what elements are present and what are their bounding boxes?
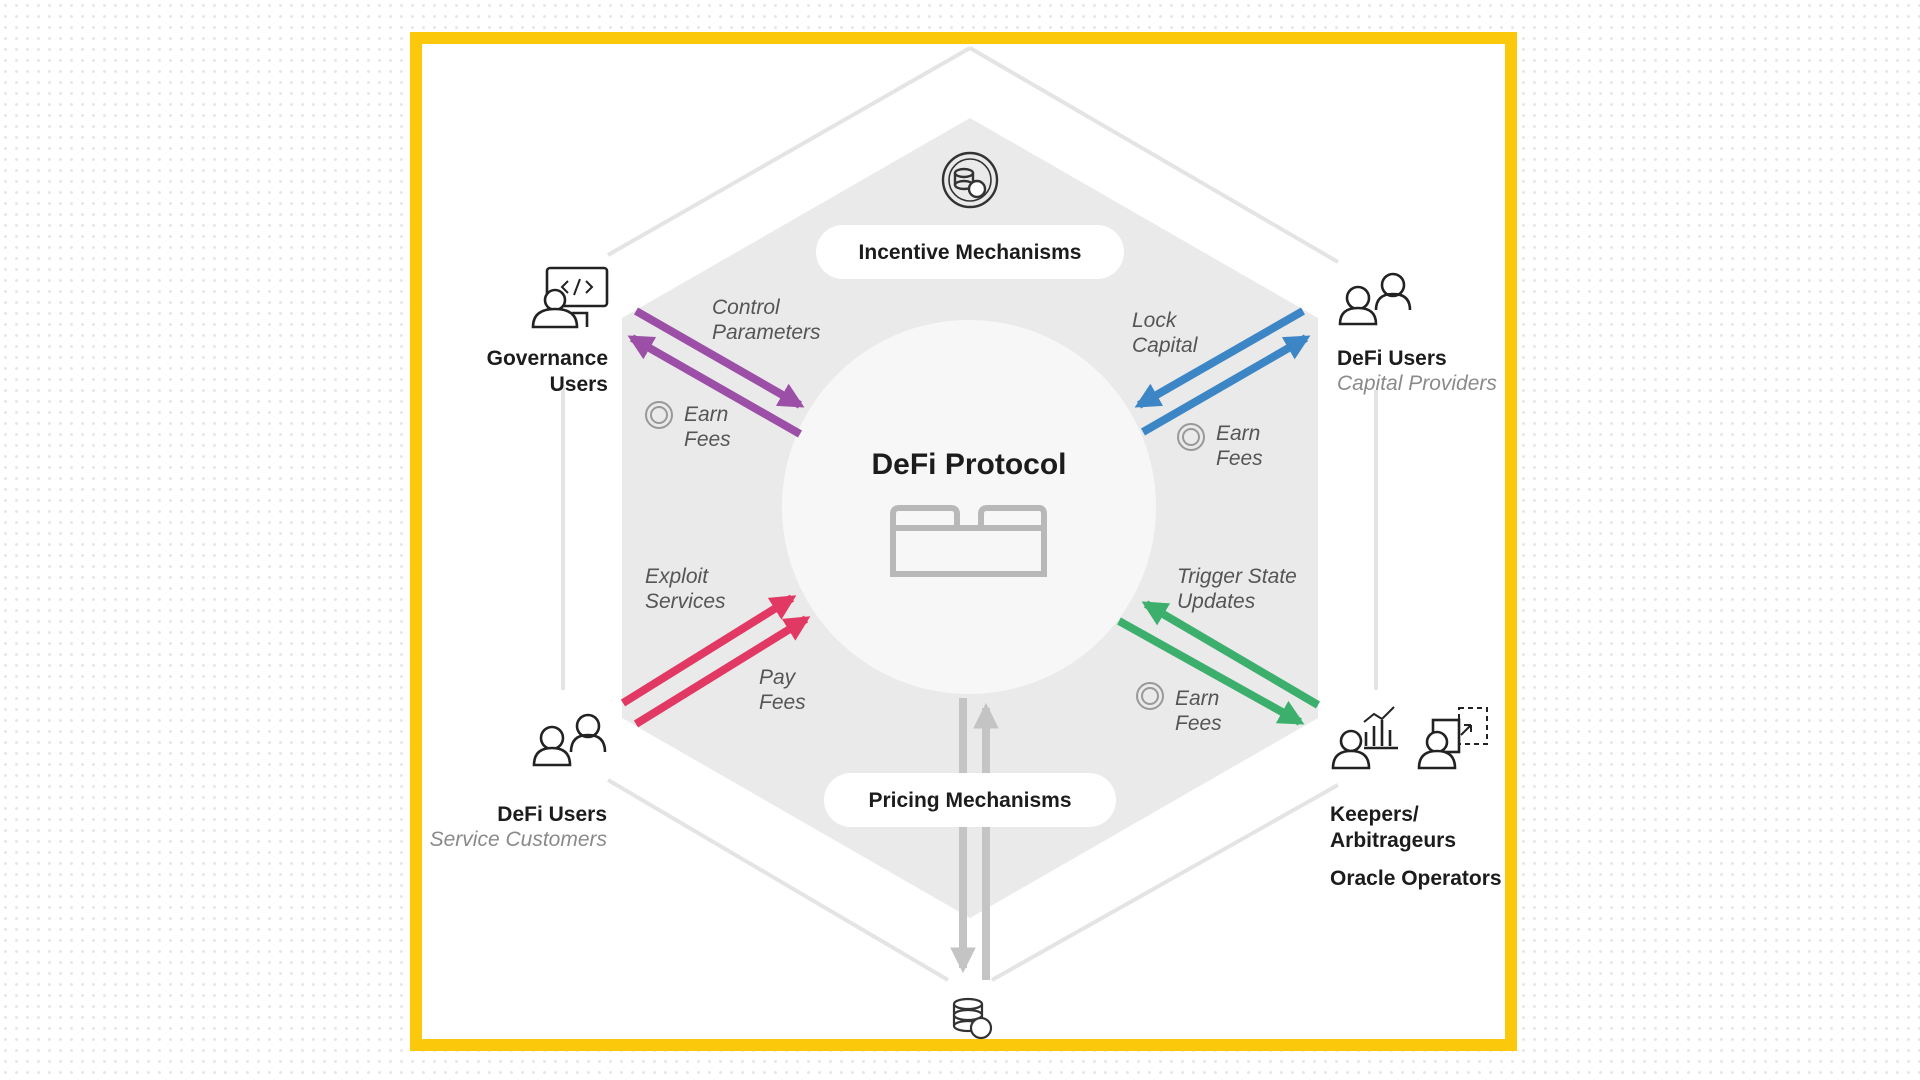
protocol-title: DeFi Protocol <box>871 448 1066 481</box>
outer-hexagon-outline <box>561 46 1378 982</box>
governance-actor-line1: Governance <box>487 347 608 370</box>
pricing-mechanisms-label: Pricing Mechanisms <box>868 789 1071 812</box>
control-label-line2: Parameters <box>712 321 821 344</box>
capital-actor-subtitle: Capital Providers <box>1337 372 1497 395</box>
exploit-label-line2: Services <box>645 590 726 613</box>
control-label-line1: Control <box>712 296 781 319</box>
fee-coin-icon <box>645 401 673 429</box>
oracle-operator-icon <box>1417 707 1488 770</box>
cap-earn-label-line2: Fees <box>1216 447 1263 470</box>
flow-label-lock-capital: Lock Capital <box>1132 309 1199 357</box>
lock-label-line1: Lock <box>1132 309 1178 332</box>
users-icon <box>532 713 607 767</box>
pay-label-line1: Pay <box>759 666 797 689</box>
gov-earn-label-line2: Fees <box>684 428 731 451</box>
kee-earn-label-line2: Fees <box>1175 712 1222 735</box>
developer-user-icon <box>531 266 609 329</box>
fee-coin-icon <box>1177 423 1205 451</box>
flow-label-keepers-earn-fees: Earn Fees <box>1136 682 1222 735</box>
cap-earn-label-line1: Earn <box>1216 422 1260 445</box>
keepers-arrows <box>1117 600 1321 726</box>
incentive-mechanisms-label: Incentive Mechanisms <box>859 241 1082 264</box>
kee-earn-label-line1: Earn <box>1175 687 1219 710</box>
flow-label-pay-fees: Pay Fees <box>759 666 806 714</box>
gov-earn-label-line1: Earn <box>684 403 728 426</box>
service-actor-subtitle: Service Customers <box>430 828 608 851</box>
flow-label-exploit-services: Exploit Services <box>645 565 726 613</box>
keepers-actor-line3: Oracle Operators <box>1330 867 1502 890</box>
trigger-label-line2: Updates <box>1177 590 1256 613</box>
flow-label-gov-earn-fees: Earn Fees <box>645 401 731 451</box>
pricing-flow-arrows <box>950 698 999 980</box>
lock-label-line2: Capital <box>1132 334 1199 357</box>
keepers-actor-line2: Arbitrageurs <box>1330 829 1456 852</box>
coin-stack-icon <box>952 997 993 1040</box>
service-arrows <box>620 594 811 728</box>
governance-actor-line2: Users <box>550 373 608 396</box>
keepers-actor-line1: Keepers/ <box>1330 803 1419 826</box>
governance-arrows <box>627 307 805 438</box>
trigger-label-line1: Trigger State <box>1177 565 1297 588</box>
flow-label-control-parameters: Control Parameters <box>712 296 821 344</box>
protocol-circle <box>782 320 1156 694</box>
service-actor-title: DeFi Users <box>497 803 607 826</box>
flow-label-trigger-state: Trigger State Updates <box>1177 565 1297 613</box>
users-icon <box>1338 272 1412 326</box>
fee-coin-icon <box>1136 682 1164 710</box>
coins-icon <box>941 151 999 209</box>
analyst-user-icon <box>1331 706 1398 770</box>
capital-arrows <box>1134 307 1311 436</box>
incentive-mechanisms-box <box>816 225 1124 279</box>
pricing-mechanisms-box <box>824 773 1116 827</box>
exploit-label-line1: Exploit <box>645 565 709 588</box>
pay-label-line2: Fees <box>759 691 806 714</box>
lego-brick-icon <box>890 505 1047 577</box>
flow-label-cap-earn-fees: Earn Fees <box>1177 422 1263 470</box>
capital-actor-title: DeFi Users <box>1337 347 1447 370</box>
